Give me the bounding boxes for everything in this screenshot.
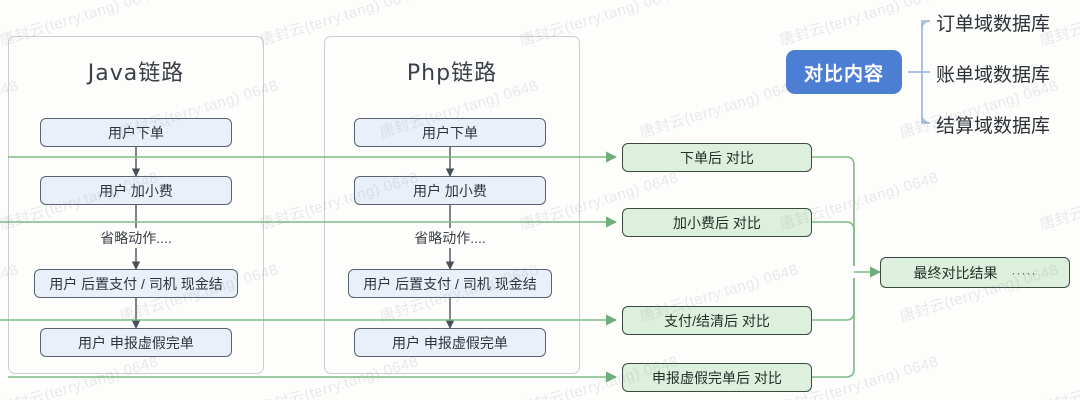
php-step-payment[interactable]: 用户 后置支付 / 司机 现金结 — [348, 269, 552, 298]
java-step-false-report[interactable]: 用户 申报虚假完单 — [40, 328, 232, 357]
php-step-order[interactable]: 用户下单 — [354, 118, 546, 147]
final-result-ellipsis: ····· — [1011, 265, 1037, 280]
compare-content-badge[interactable]: 对比内容 — [786, 50, 902, 94]
watermark-text: 唐封云(terry.tang) 0648 — [637, 77, 801, 142]
final-result-box[interactable]: 最终对比结果 ····· — [880, 257, 1070, 288]
php-step-tip[interactable]: 用户 加小费 — [354, 176, 546, 205]
final-result-label: 最终对比结果 — [913, 264, 998, 281]
watermark-text: 唐封云(terry.tang) 0648 — [1037, 353, 1080, 400]
mindmap-leaf-settlement-db[interactable]: 结算域数据库 — [936, 116, 1051, 137]
chain-title-java: Java链路 — [87, 61, 185, 86]
chain-panel-java: Java链路 — [8, 36, 264, 374]
java-step-order[interactable]: 用户下单 — [40, 118, 232, 147]
java-step-payment[interactable]: 用户 后置支付 / 司机 现金结 — [34, 269, 238, 298]
chain-panel-php: Php链路 — [324, 36, 580, 374]
watermark-text: 唐封云(terry.tang) 0648 — [777, 0, 941, 50]
chain-title-php: Php链路 — [406, 61, 498, 86]
compare-stage-order[interactable]: 下单后 对比 — [622, 143, 812, 172]
compare-stage-false-report[interactable]: 申报虚假完单后 对比 — [622, 363, 812, 392]
java-step-tip[interactable]: 用户 加小费 — [40, 176, 232, 205]
compare-stage-payment[interactable]: 支付/结清后 对比 — [622, 306, 812, 335]
mindmap-leaf-order-db[interactable]: 订单域数据库 — [936, 14, 1051, 35]
mindmap-leaf-bill-db[interactable]: 账单域数据库 — [936, 65, 1051, 86]
watermark-text: 唐封云(terry.tang) 0648 — [1037, 169, 1080, 234]
php-step-omitted: 省略动作.... — [414, 230, 486, 246]
java-step-omitted: 省略动作.... — [100, 230, 172, 246]
php-step-false-report[interactable]: 用户 申报虚假完单 — [354, 328, 546, 357]
compare-stage-tip[interactable]: 加小费后 对比 — [622, 208, 812, 237]
